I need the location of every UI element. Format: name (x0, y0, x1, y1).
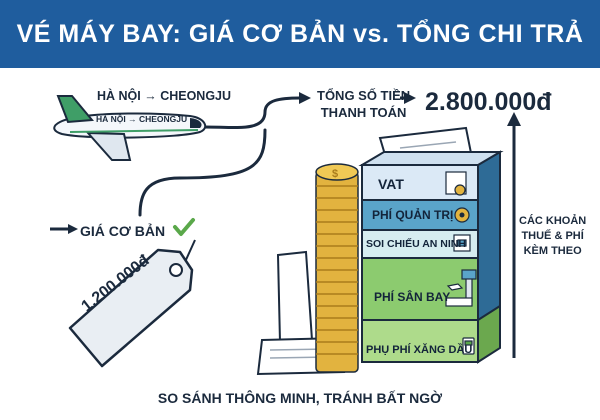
price-tag-icon (68, 239, 196, 368)
fee-label-fuel: PHỤ PHÍ XĂNG DẦU (366, 344, 473, 356)
connector-lines (138, 96, 302, 217)
total-label-line2: THANH TOÁN (320, 105, 407, 120)
fee-note: CÁC KHOẢN THUẾ & PHÍ KÈM THEO (519, 214, 586, 259)
check-icon (173, 218, 195, 236)
base-price-label: GIÁ CƠ BẢN (80, 223, 166, 239)
flight-route-on-plane: HÀ NỘI → CHEONGJU (96, 114, 188, 124)
airport-tower-icon (445, 269, 477, 307)
fuel-pump-icon (462, 337, 475, 355)
fee-label-security: SOI CHIẾU AN NINH (366, 238, 466, 250)
fee-layer-airport (361, 257, 479, 321)
total-label-line1: TỔNG SỐ TIỀN (317, 88, 411, 103)
gear-icon (454, 207, 470, 223)
airplane-icon (53, 95, 207, 161)
footer-tagline: SO SÁNH THÔNG MINH, TRÁNH BẤT NGỜ (157, 390, 443, 406)
fee-note-line2: THUẾ & PHÍ (521, 230, 584, 242)
page-title: VÉ MÁY BAY: GIÁ CƠ BẢN vs. TỔNG CHI TRẢ (16, 19, 584, 48)
flight-route-label: HÀ NỘI → CHEONGJU (97, 89, 232, 103)
fee-label-airport: PHÍ SÂN BAY (374, 290, 451, 304)
total-amount-arrow-head (404, 92, 416, 104)
tax-icon (445, 171, 467, 196)
total-label: TỔNG SỐ TIỀN THANH TOÁN (317, 87, 410, 121)
total-amount: 2.800.000đ (425, 88, 552, 116)
total-arrow-head (299, 92, 311, 104)
svg-text:$: $ (332, 168, 338, 180)
fee-label-vat: VAT (378, 176, 404, 192)
fee-label-admin: PHÍ QUẢN TRỊ (372, 208, 454, 222)
fee-note-line3: KÈM THEO (523, 245, 582, 257)
scanner-icon (453, 234, 471, 252)
fee-note-line1: CÁC KHOẢN (519, 215, 587, 227)
coin-stack-icon: $ (315, 163, 359, 373)
header-banner: VÉ MÁY BAY: GIÁ CƠ BẢN vs. TỔNG CHI TRẢ (0, 0, 600, 68)
